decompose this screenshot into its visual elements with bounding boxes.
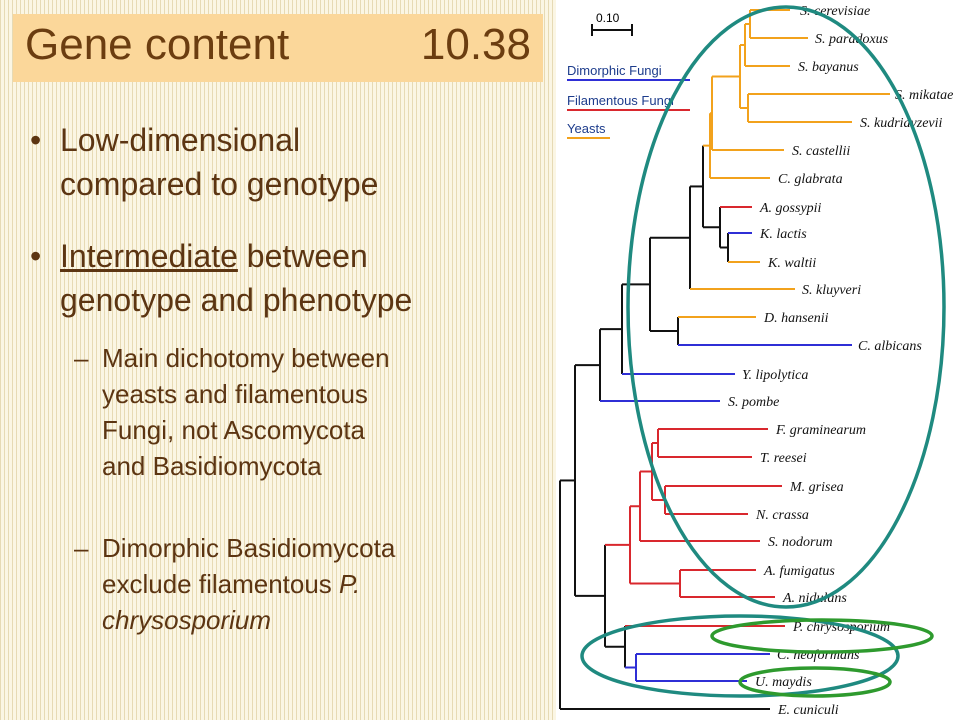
- sub-bullet-dichotomy: Main dichotomy between yeasts and filame…: [102, 340, 390, 484]
- scale-label: 0.10: [596, 11, 620, 25]
- sub-bullet-line: yeasts and filamentous: [102, 379, 368, 409]
- sub-bullet-line: Fungi, not Ascomycota: [102, 415, 366, 445]
- leaf-label: D. hansenii: [763, 311, 829, 326]
- bullet-line: genotype and phenotype: [60, 282, 413, 318]
- sub-bullet-dash: –: [74, 343, 89, 373]
- leaf-label: S. kudriavzevii: [860, 116, 943, 131]
- leaf-label: K. lactis: [759, 227, 807, 242]
- sub-bullet-text: exclude filamentous: [102, 569, 340, 599]
- sub-bullet-line: exclude filamentous P.: [102, 566, 395, 602]
- title-bar: Gene content 10.38: [13, 14, 543, 82]
- leaf-label: S. pombe: [728, 395, 779, 410]
- bullet-line: compared to genotype: [60, 166, 379, 202]
- leaf-label: T. reesei: [760, 451, 807, 466]
- sub-bullet-line: Dimorphic Basidiomycota: [102, 533, 396, 563]
- bullet-dot: •: [30, 122, 42, 158]
- slide-text-panel: Gene content 10.38 • Low-dimensional com…: [0, 0, 556, 720]
- underlined-word: Intermediate: [60, 238, 238, 274]
- italic-genus: P.: [339, 569, 361, 599]
- legend-entry: Yeasts: [567, 121, 606, 136]
- leaf-label: S. castellii: [792, 144, 850, 159]
- bullet-intermediate: Intermediate between genotype and phenot…: [60, 234, 412, 322]
- slide-number: 10.38: [420, 20, 531, 69]
- leaf-label: F. graminearum: [775, 423, 866, 438]
- leaf-label: S. mikatae: [895, 88, 953, 103]
- sub-bullet-line: Main dichotomy between: [102, 343, 390, 373]
- tree-edges: [559, 9, 890, 710]
- leaf-label: S. paradoxus: [815, 32, 889, 47]
- ellipse-ascomycota: [626, 5, 946, 609]
- leaf-label: A. fumigatus: [763, 564, 835, 579]
- leaf-label: N. crassa: [755, 508, 809, 523]
- leaf-label: C. glabrata: [778, 172, 843, 187]
- bullet-text: between: [237, 238, 368, 274]
- italic-species: chrysosporium: [102, 605, 272, 635]
- tree-labels: S. cerevisiae S. paradoxus S. bayanus S. mi…: [728, 4, 953, 718]
- slide-title: Gene content: [25, 20, 290, 69]
- bullet-low-dimensional: Low-dimensional compared to genotype: [60, 118, 378, 206]
- leaf-label: U. maydis: [755, 675, 812, 690]
- legend-entry: Filamentous Fungi: [567, 93, 674, 108]
- tree-cluster-ellipses: [580, 5, 946, 698]
- ellipse-basidiomycota: [580, 614, 900, 698]
- sub-bullet-line: and Basidiomycota: [102, 451, 322, 481]
- leaf-label: E. cuniculi: [777, 703, 839, 718]
- sub-bullet-dash: –: [74, 533, 89, 563]
- leaf-label: K. waltii: [767, 256, 816, 271]
- bullet-line: Low-dimensional: [60, 122, 301, 158]
- leaf-label: S. kluyveri: [802, 283, 861, 298]
- ellipse-p-chrysosporium: [710, 618, 934, 654]
- leaf-label: S. nodorum: [768, 535, 833, 550]
- ellipse-u-maydis: [738, 666, 892, 698]
- leaf-label: A. gossypii: [759, 201, 822, 216]
- leaf-label: C. albicans: [858, 339, 922, 354]
- phylogenetic-tree: S. cerevisiae S. paradoxus S. bayanus S. mi…: [559, 4, 953, 718]
- leaf-label: S. bayanus: [798, 60, 859, 75]
- sub-bullet-dimorphic: Dimorphic Basidiomycota exclude filament…: [102, 530, 395, 638]
- bullet-line: Intermediate between: [60, 234, 412, 278]
- leaf-label: Y. lipolytica: [742, 368, 808, 383]
- legend-entry: Dimorphic Fungi: [567, 63, 662, 78]
- leaf-label: M. grisea: [789, 480, 844, 495]
- bullet-dot: •: [30, 238, 42, 274]
- leaf-label: S. cerevisiae: [800, 4, 870, 19]
